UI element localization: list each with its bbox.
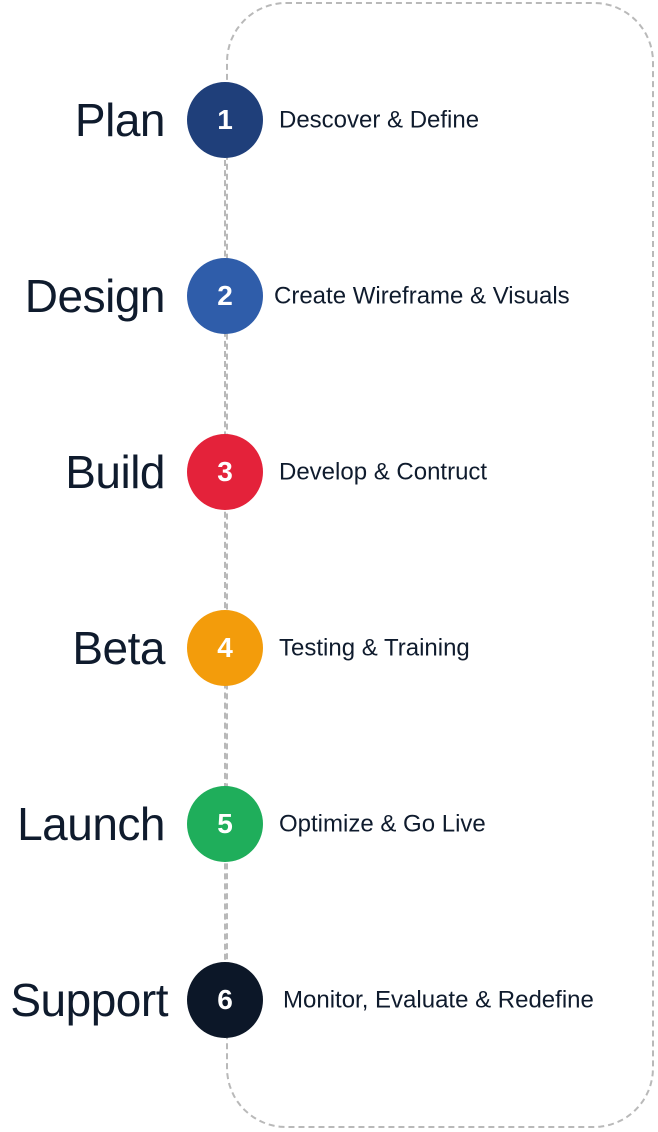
step-description: Create Wireframe & Visuals xyxy=(274,282,570,310)
step-number: 3 xyxy=(217,456,233,487)
step-design: Design 2 Create Wireframe & Visuals xyxy=(0,258,658,336)
step-number-badge: 1 xyxy=(187,82,263,158)
timeline-connector xyxy=(224,150,226,1010)
step-description: Develop & Contruct xyxy=(279,458,488,486)
step-number-badge: 5 xyxy=(187,786,263,862)
step-number-badge: 4 xyxy=(187,610,263,686)
step-support: Support 6 Monitor, Evaluate & Redefine xyxy=(0,962,658,1040)
step-beta: Beta 4 Testing & Training xyxy=(0,610,658,688)
stage-name: Build xyxy=(65,445,165,498)
step-number: 4 xyxy=(217,632,233,663)
stage-name: Beta xyxy=(72,621,165,674)
step-launch: Launch 5 Optimize & Go Live xyxy=(0,786,658,864)
step-description: Testing & Training xyxy=(279,634,470,662)
step-description: Optimize & Go Live xyxy=(279,810,486,838)
step-number: 2 xyxy=(217,280,233,311)
step-number: 6 xyxy=(217,984,233,1015)
step-number-badge: 2 xyxy=(187,258,263,334)
step-number: 1 xyxy=(217,104,233,135)
stage-name: Support xyxy=(10,973,168,1026)
stage-name: Plan xyxy=(74,93,166,146)
step-number: 5 xyxy=(217,808,233,839)
stage-name: Design xyxy=(24,269,166,322)
step-plan: Plan 1 Descover & Define xyxy=(0,82,658,160)
step-description: Descover & Define xyxy=(279,106,480,134)
step-number-badge: 6 xyxy=(187,962,263,1038)
step-description: Monitor, Evaluate & Redefine xyxy=(283,986,594,1014)
step-build: Build 3 Develop & Contruct xyxy=(0,434,658,512)
dashed-rounded-frame xyxy=(226,2,654,1128)
stage-name: Launch xyxy=(17,797,165,850)
step-number-badge: 3 xyxy=(187,434,263,510)
